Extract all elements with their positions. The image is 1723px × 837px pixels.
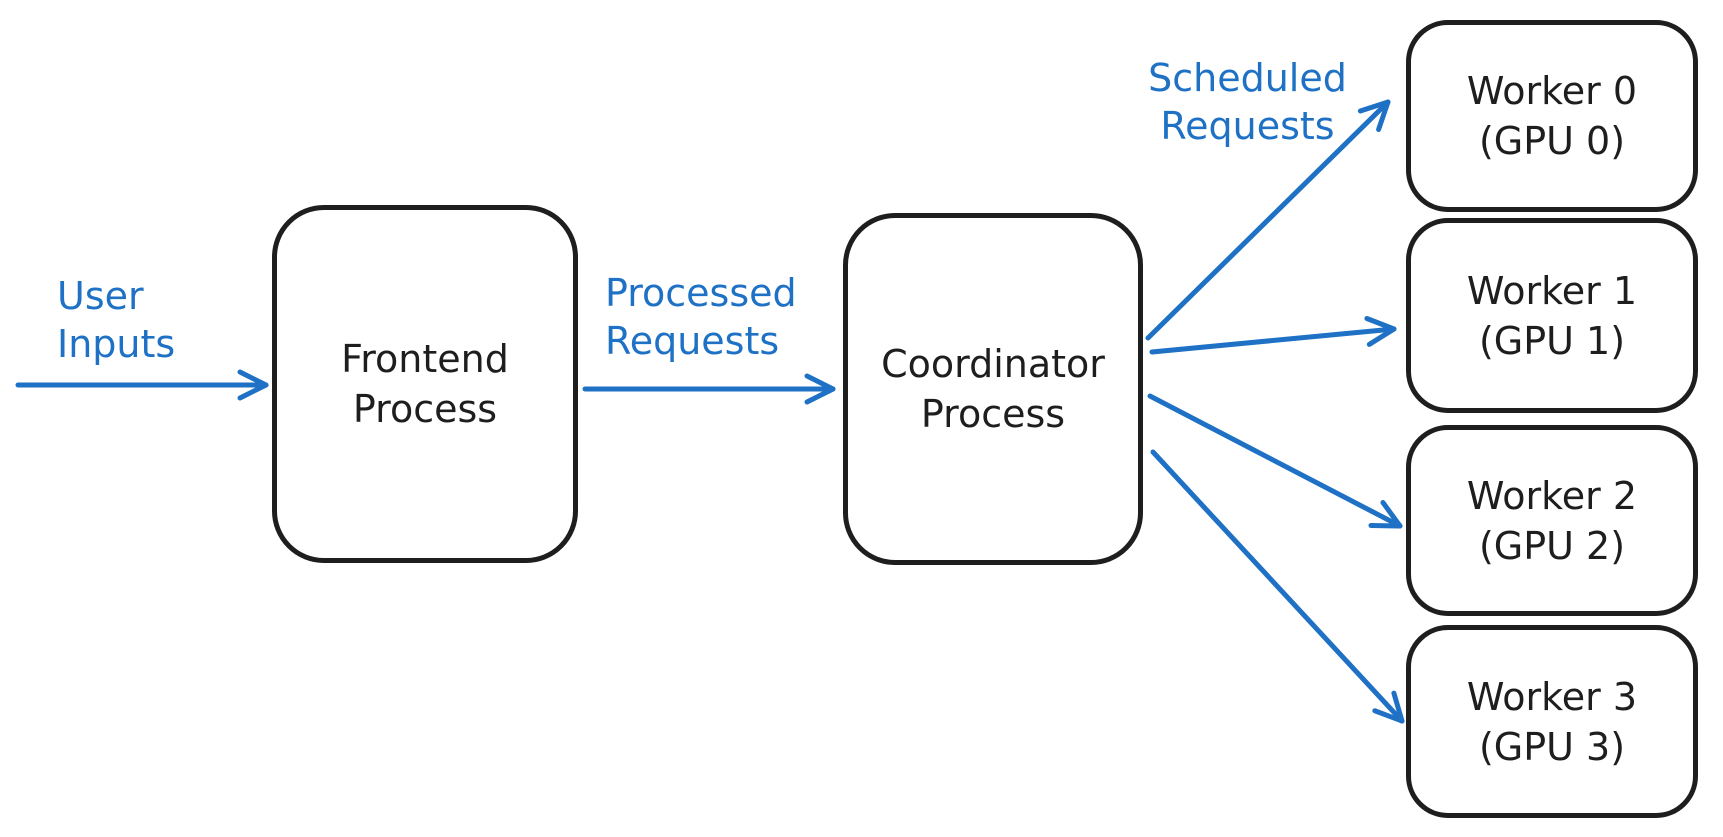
- node-frontend-line1: Frontend: [341, 337, 509, 381]
- node-worker-0-line2: (GPU 0): [1478, 119, 1626, 163]
- label-user-inputs: User Inputs: [57, 272, 175, 368]
- node-frontend-process: Frontend Process: [272, 205, 578, 563]
- node-worker-1-line1: Worker 1: [1466, 268, 1638, 313]
- node-worker-2-line2: (GPU 2): [1478, 523, 1626, 568]
- node-worker-0-label: Worker 0 (GPU 0): [1467, 66, 1637, 166]
- node-worker-2: Worker 2 (GPU 2): [1406, 425, 1698, 616]
- arrow-scheduled-worker-1: [1149, 316, 1397, 355]
- label-processed-requests: Processed Requests: [605, 269, 797, 365]
- node-worker-3-line2: (GPU 3): [1478, 724, 1626, 769]
- node-worker-3: Worker 3 (GPU 3): [1406, 625, 1698, 818]
- node-frontend-process-label: Frontend Process: [341, 334, 509, 434]
- node-worker-0: Worker 0 (GPU 0): [1406, 20, 1698, 212]
- node-worker-2-line1: Worker 2: [1466, 473, 1638, 518]
- node-coordinator-process: Coordinator Process: [843, 213, 1143, 565]
- node-coordinator-process-label: Coordinator Process: [881, 339, 1105, 439]
- node-worker-3-label: Worker 3 (GPU 3): [1467, 672, 1637, 772]
- label-scheduled-requests: Scheduled Requests: [1140, 54, 1355, 150]
- node-worker-2-label: Worker 2 (GPU 2): [1467, 471, 1637, 571]
- label-processed-requests-line2: Requests: [605, 319, 780, 363]
- label-scheduled-requests-line1: Scheduled: [1148, 56, 1347, 100]
- arrow-scheduled-worker-2: [1147, 393, 1403, 529]
- node-worker-3-line1: Worker 3: [1466, 674, 1638, 719]
- node-coordinator-line2: Process: [920, 392, 1066, 436]
- node-worker-1: Worker 1 (GPU 1): [1406, 218, 1698, 413]
- label-user-inputs-line2: Inputs: [57, 322, 176, 366]
- label-scheduled-requests-line2: Requests: [1160, 104, 1335, 148]
- node-worker-1-line2: (GPU 1): [1478, 318, 1626, 363]
- arrow-scheduled-worker-0: [1145, 99, 1391, 341]
- node-worker-0-line1: Worker 0: [1466, 69, 1638, 113]
- arrow-scheduled-worker-3: [1150, 449, 1405, 724]
- label-processed-requests-line1: Processed: [605, 271, 797, 315]
- label-user-inputs-line1: User: [57, 274, 144, 318]
- node-worker-1-label: Worker 1 (GPU 1): [1467, 266, 1637, 366]
- node-frontend-line2: Process: [352, 387, 498, 431]
- node-coordinator-line1: Coordinator: [881, 342, 1105, 386]
